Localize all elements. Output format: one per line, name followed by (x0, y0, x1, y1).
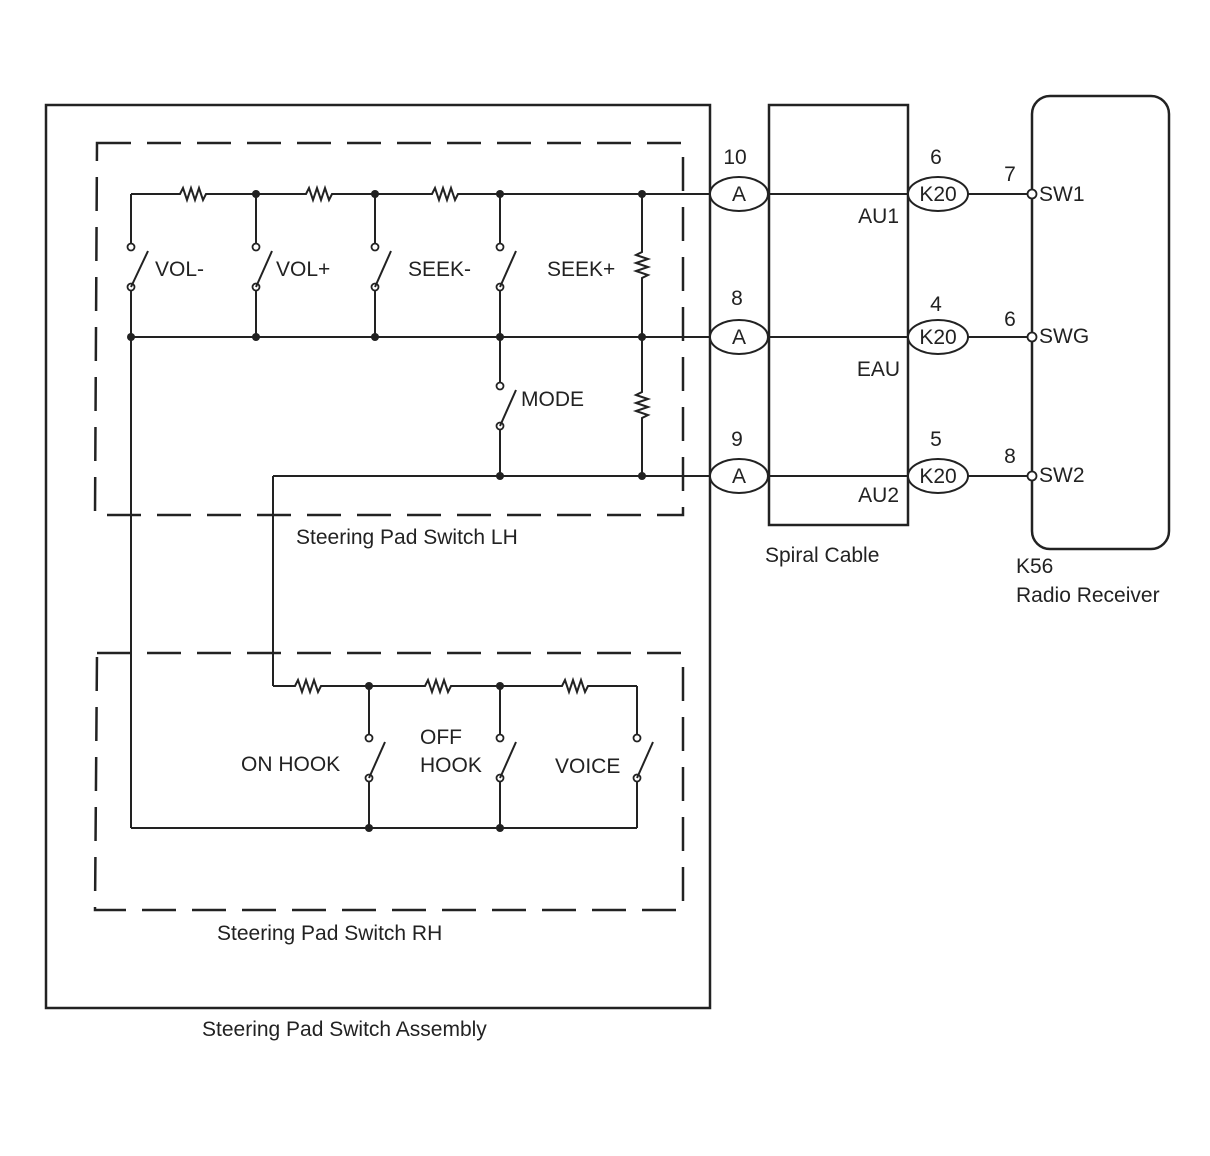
radio-terminal-sw2: SW2 8 (1004, 445, 1084, 487)
connector-k20-2: K20 4 (907, 293, 969, 355)
switch-off-hook (495, 686, 517, 828)
label-off-hook-line2: HOOK (420, 754, 482, 777)
radio-signal-sw1: SW1 (1039, 183, 1085, 206)
connector-k20-2-label: K20 (919, 326, 956, 349)
radio-signal-sw2: SW2 (1039, 464, 1085, 487)
spiral-signal-au2: AU2 (858, 484, 899, 507)
label-seek-plus: SEEK+ (547, 258, 615, 281)
radio-terminal-swg: SWG 6 (1004, 308, 1089, 348)
connector-a-2-label: A (732, 326, 746, 349)
assembly-label: Steering Pad Switch Assembly (202, 1018, 487, 1041)
switch-on-hook (364, 686, 386, 828)
switch-vol-plus (251, 194, 273, 337)
pin-a-1: 10 (723, 146, 746, 169)
switch-seek-plus (495, 194, 517, 337)
connector-k20-3: K20 5 (907, 428, 969, 494)
rh-junctions (365, 682, 504, 832)
rh-top-bus (273, 676, 637, 696)
switch-voice (632, 686, 654, 828)
pin-r-3: 8 (1004, 445, 1016, 468)
pin-a-2: 8 (731, 287, 743, 310)
pin-k-3: 5 (930, 428, 942, 451)
connector-a-1-label: A (732, 183, 746, 206)
spiral-signal-eau: EAU (857, 358, 900, 381)
label-vol-minus: VOL- (155, 258, 204, 281)
pin-k-2: 4 (930, 293, 942, 316)
connector-a-3-label: A (732, 465, 746, 488)
pin-r-1: 7 (1004, 163, 1016, 186)
label-mode: MODE (521, 388, 584, 411)
receiver-name: Radio Receiver (1016, 584, 1160, 607)
lh-dashed-box (93, 141, 685, 517)
rh-dashed-box (93, 651, 685, 912)
connector-k20-1: K20 6 (907, 146, 969, 212)
pin-k-1: 6 (930, 146, 942, 169)
pin-a-3: 9 (731, 428, 743, 451)
spiral-cable-box (767, 103, 910, 527)
switch-vol-minus (126, 242, 149, 292)
radio-terminal-sw1: SW1 7 (1004, 163, 1084, 206)
connector-k20-3-label: K20 (919, 465, 956, 488)
assembly-box (44, 103, 712, 1010)
connector-k20-1-label: K20 (919, 183, 956, 206)
resistor-lower (632, 337, 652, 476)
lh-top-bus (131, 184, 712, 204)
lh-label: Steering Pad Switch LH (296, 526, 518, 549)
radio-signal-swg: SWG (1039, 325, 1089, 348)
receiver-code: K56 (1016, 555, 1053, 578)
lh-junctions (127, 190, 646, 480)
switch-mode (495, 337, 517, 476)
connector-a-2: A 8 (709, 287, 769, 355)
resistor-upper (632, 194, 652, 337)
label-vol-plus: VOL+ (276, 258, 330, 281)
label-seek-minus: SEEK- (408, 258, 471, 281)
switch-seek-minus (370, 194, 392, 337)
label-on-hook: ON HOOK (241, 753, 340, 776)
rh-label: Steering Pad Switch RH (217, 922, 442, 945)
spiral-cable-label: Spiral Cable (765, 544, 879, 567)
radio-receiver-box (1030, 94, 1171, 551)
label-voice: VOICE (555, 755, 620, 778)
spiral-signal-au1: AU1 (858, 205, 899, 228)
connector-a-1: A 10 (709, 146, 769, 212)
connector-a-3: A 9 (709, 428, 769, 494)
pin-r-2: 6 (1004, 308, 1016, 331)
label-off-hook-line1: OFF (420, 726, 462, 749)
